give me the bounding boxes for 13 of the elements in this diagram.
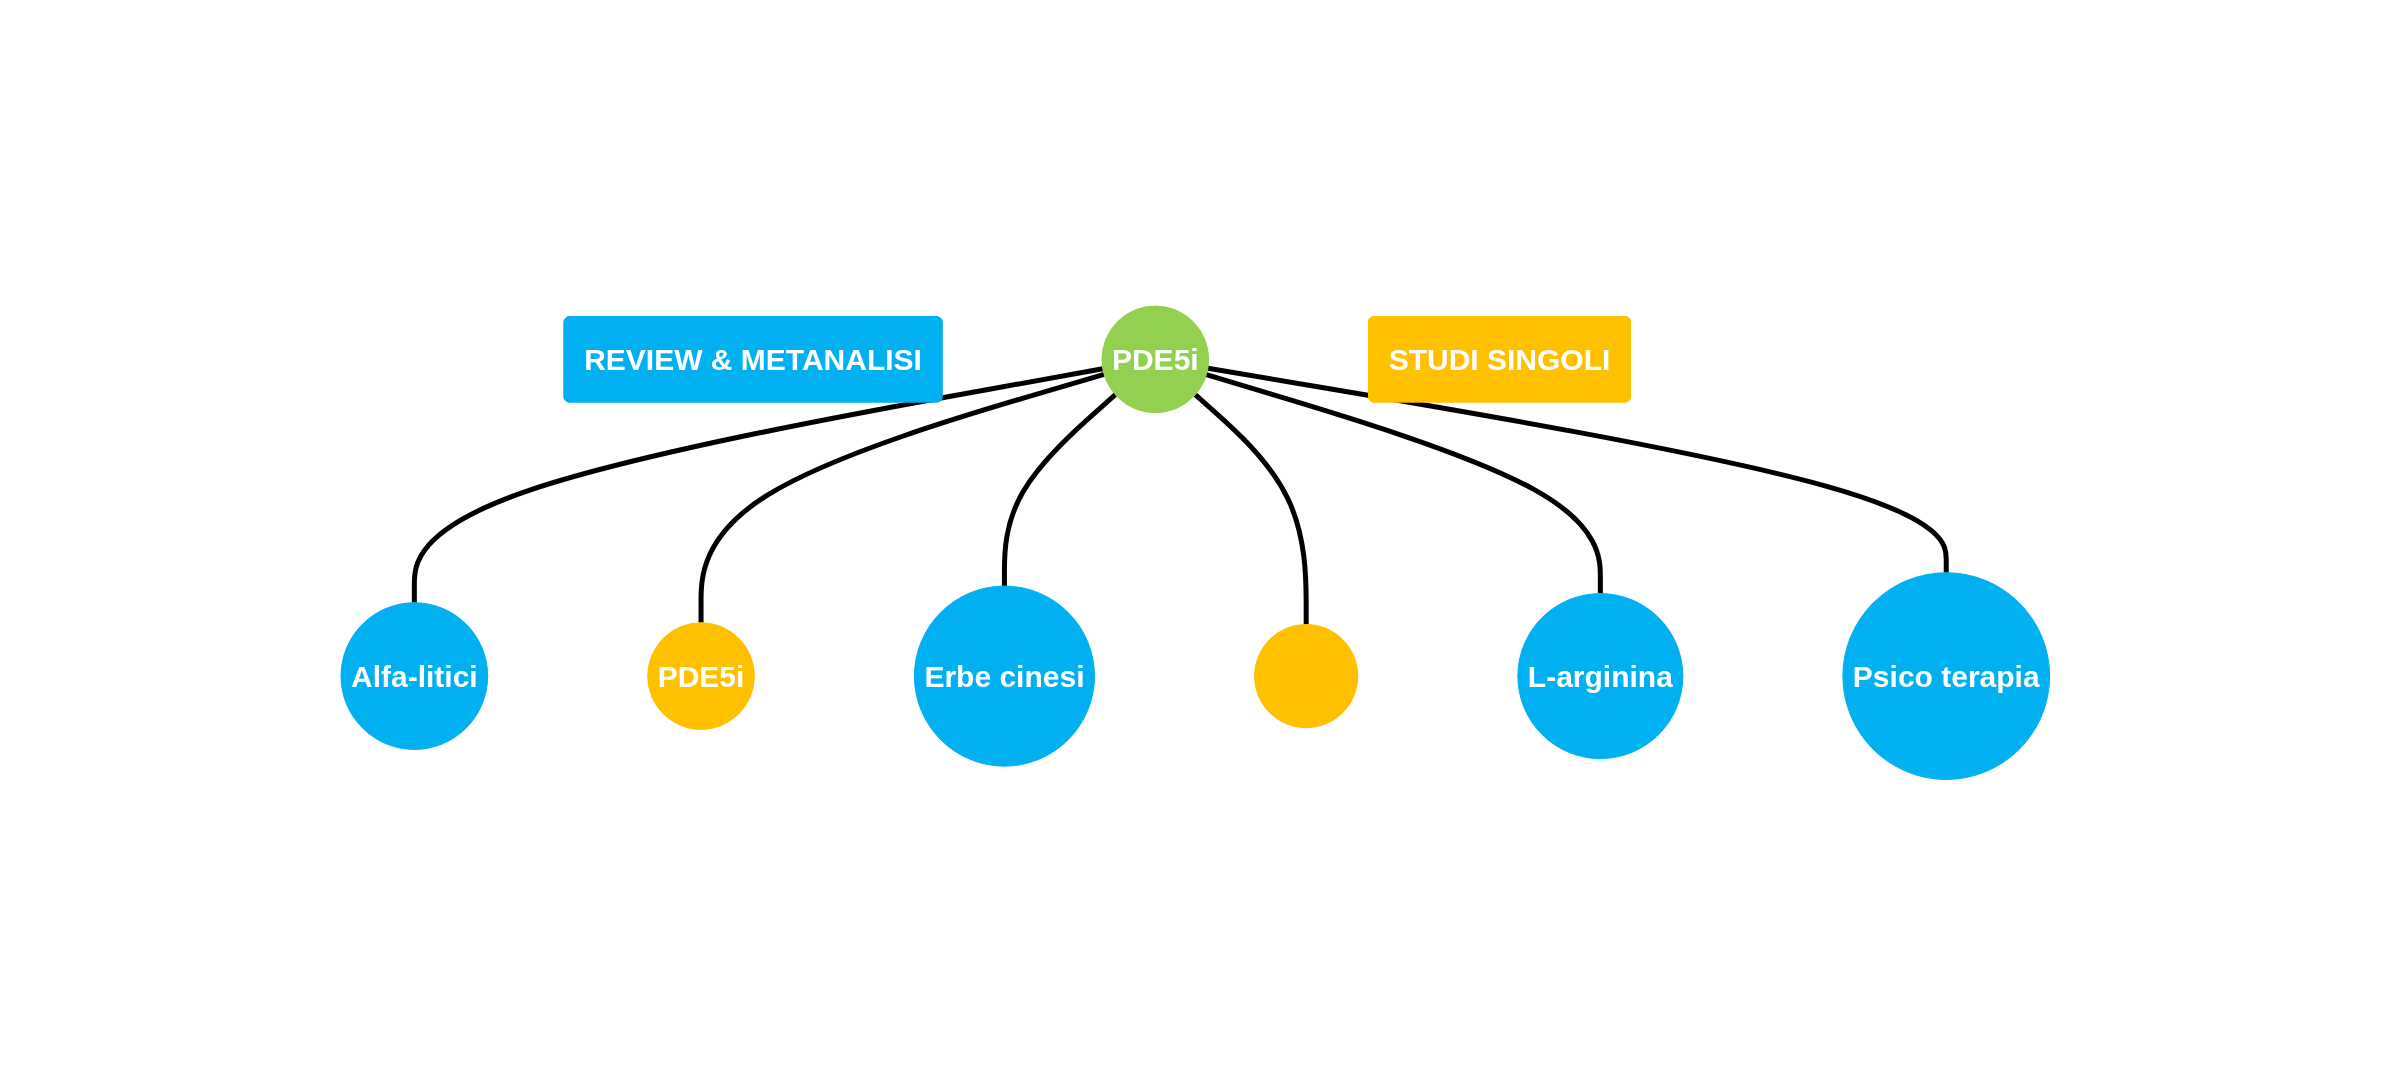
node-circle: PDE5i <box>1101 305 1209 413</box>
node-circle: Erbe cinesi <box>913 585 1095 767</box>
connector <box>1207 365 1949 573</box>
connector <box>1193 392 1309 625</box>
connector <box>698 371 1105 623</box>
node-circle: Alfa-litici <box>340 602 488 750</box>
connector <box>411 366 1103 603</box>
node-circle: L-arginina <box>1517 592 1684 759</box>
connector <box>1205 372 1603 594</box>
node-circle: PDE5i <box>646 622 755 730</box>
node-circle <box>1253 623 1359 729</box>
connector <box>1001 392 1117 586</box>
node-circle: Psico terapia <box>1842 571 2050 780</box>
